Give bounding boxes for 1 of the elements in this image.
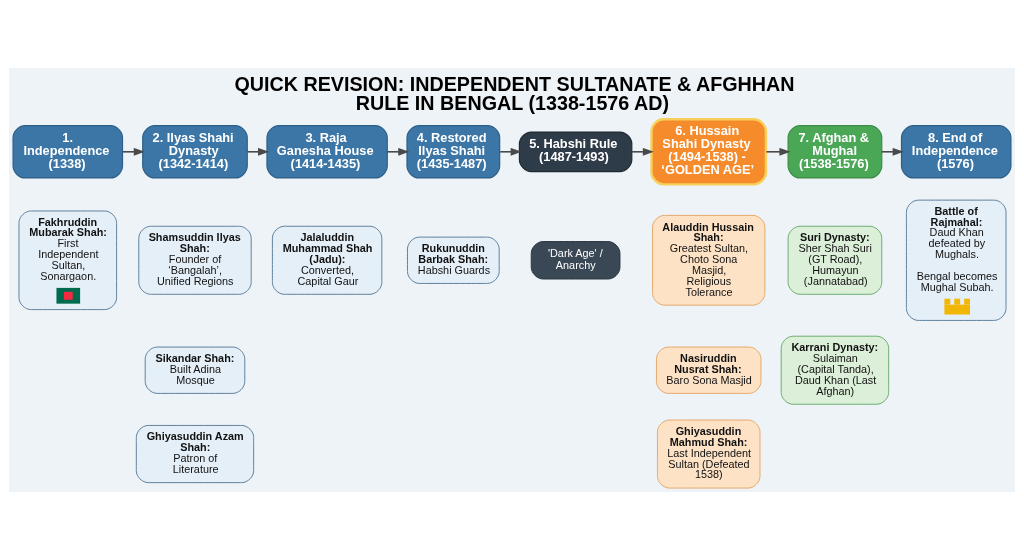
diagram-title: QUICK REVISION: INDEPENDENT SULTANATE & AFGHHAN RULE IN BENGAL (1338-1576 AD): [234, 72, 795, 114]
